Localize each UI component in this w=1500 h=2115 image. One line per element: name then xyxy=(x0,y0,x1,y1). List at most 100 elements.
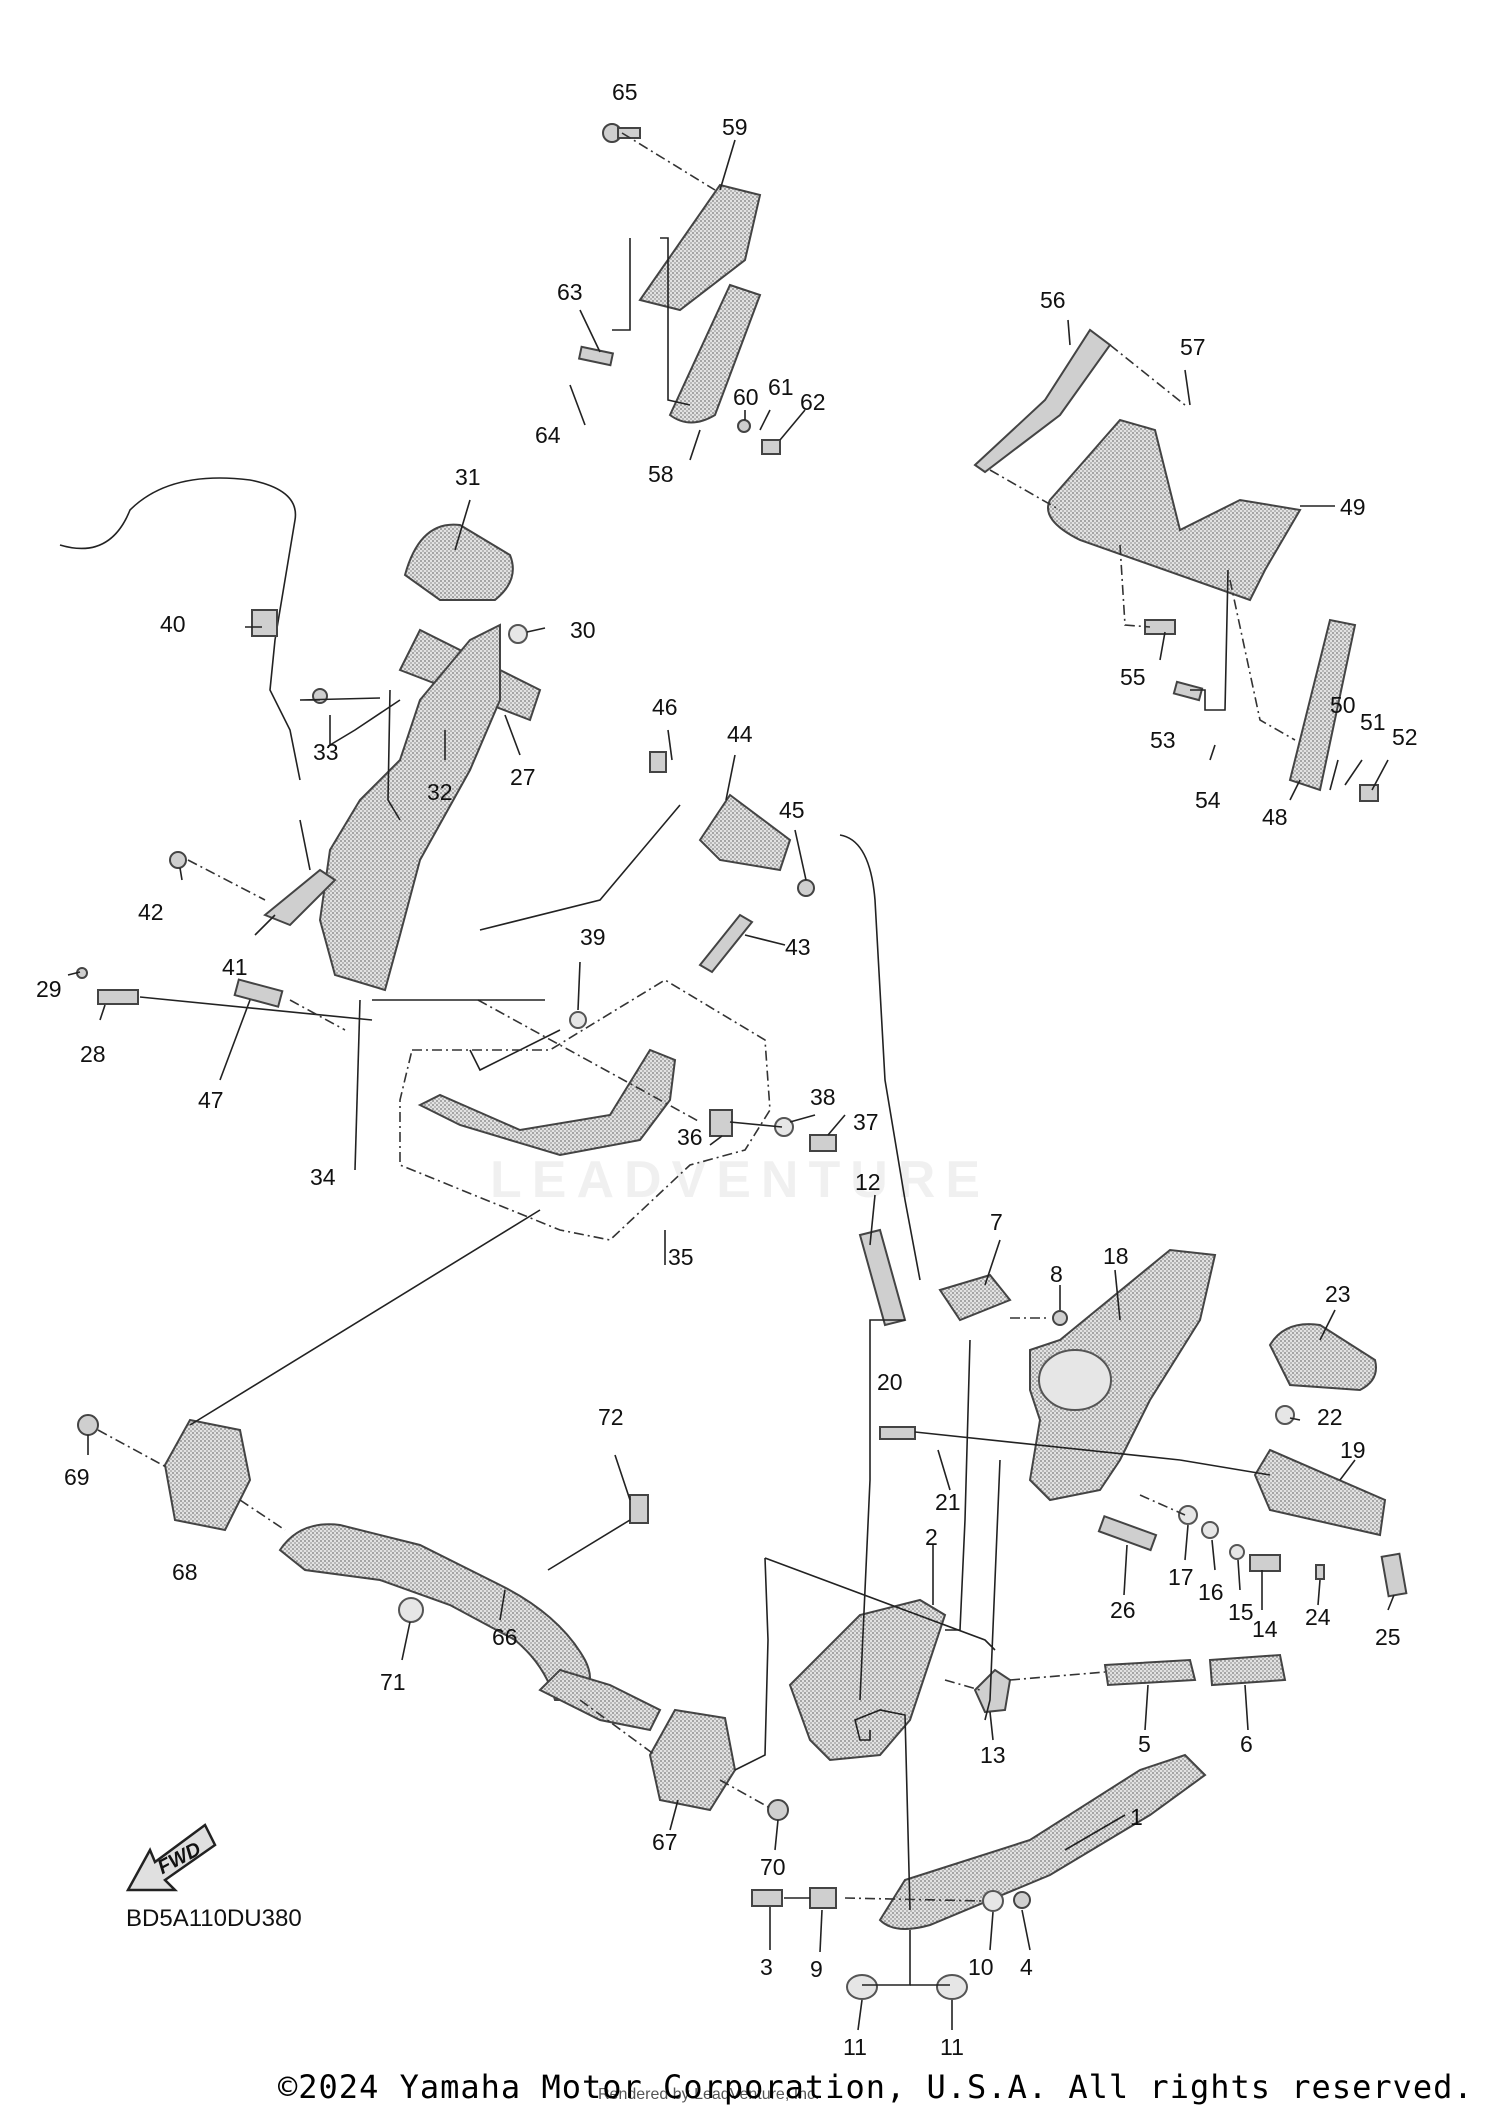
callout-69: 69 xyxy=(64,1464,90,1490)
callouts: 65 59 63 64 60 61 62 58 56 57 49 55 53 5… xyxy=(36,79,1418,2060)
callout-63: 63 xyxy=(557,279,583,305)
callout-23: 23 xyxy=(1325,1281,1351,1307)
callout-4: 4 xyxy=(1020,1954,1033,1980)
callout-46: 46 xyxy=(652,694,678,720)
copyright: ©2024 Yamaha Motor Corporation, U.S.A. A… xyxy=(278,2068,1474,2106)
part-2-bracket xyxy=(788,1598,947,1762)
callout-14: 14 xyxy=(1252,1616,1278,1642)
part-33-screw xyxy=(312,688,328,704)
part-22-clip xyxy=(1275,1405,1295,1425)
part-69-bolt xyxy=(77,1414,99,1436)
callout-52: 52 xyxy=(1392,724,1418,750)
callout-42: 42 xyxy=(138,899,164,925)
part-59-bracket xyxy=(638,183,762,312)
callout-24: 24 xyxy=(1305,1604,1331,1630)
part-40-switch xyxy=(251,609,278,637)
callout-54: 54 xyxy=(1195,787,1221,813)
callout-41: 41 xyxy=(222,954,248,980)
callout-38: 38 xyxy=(810,1084,836,1110)
part-53-pin xyxy=(1172,680,1204,702)
callout-30: 30 xyxy=(570,617,596,643)
part-34-bracket xyxy=(318,623,501,992)
callout-64: 64 xyxy=(535,422,561,448)
callout-25: 25 xyxy=(1375,1624,1401,1650)
callout-45: 45 xyxy=(779,797,805,823)
part-16-washer xyxy=(1201,1521,1219,1539)
callout-59: 59 xyxy=(722,114,748,140)
part-68-plate xyxy=(163,1418,252,1532)
drawing-code: BD5A110DU380 xyxy=(126,1905,302,1932)
part-63-pin xyxy=(577,345,615,367)
callout-28: 28 xyxy=(80,1041,106,1067)
watermark: LEADVENTURE xyxy=(490,1151,991,1209)
callout-2: 2 xyxy=(925,1524,938,1550)
callout-13: 13 xyxy=(980,1742,1006,1768)
part-shapes: FWD xyxy=(59,123,1408,2000)
callout-10: 10 xyxy=(968,1954,994,1980)
part-7-switch xyxy=(938,1273,1012,1322)
part-42-bolt xyxy=(169,851,187,869)
part-56-rod xyxy=(973,328,1112,474)
part-72-label xyxy=(629,1494,649,1524)
part-71-collar xyxy=(398,1597,424,1623)
callout-43: 43 xyxy=(785,934,811,960)
part-6-collar xyxy=(1208,1653,1287,1687)
part-9-collar xyxy=(809,1887,837,1909)
part-8-screw xyxy=(1052,1310,1068,1326)
callout-26: 26 xyxy=(1110,1597,1136,1623)
part-66-guard xyxy=(278,1523,591,1701)
callout-29: 29 xyxy=(36,976,62,1002)
part-35-lever xyxy=(417,1048,677,1157)
callout-21: 21 xyxy=(935,1489,961,1515)
part-58-footpeg xyxy=(668,283,762,424)
callout-39: 39 xyxy=(580,924,606,950)
part-46-clip xyxy=(649,751,667,773)
rendered-by: Rendered by LeadVenture, Inc. xyxy=(598,2086,820,2103)
part-1-sidestand xyxy=(878,1753,1207,1930)
part-19-footpeg xyxy=(1253,1448,1387,1537)
callout-15: 15 xyxy=(1228,1599,1254,1625)
part-30-clip xyxy=(508,624,528,644)
part-3-bolt xyxy=(751,1889,783,1907)
callout-67: 67 xyxy=(652,1829,678,1855)
part-52-pin xyxy=(1359,784,1379,802)
callout-6: 6 xyxy=(1240,1731,1253,1757)
callout-49: 49 xyxy=(1340,494,1366,520)
part-12-link xyxy=(858,1228,907,1327)
callout-62: 62 xyxy=(800,389,826,415)
part-25-pin xyxy=(1380,1552,1408,1598)
part-47-bolt xyxy=(233,978,284,1008)
callout-32: 32 xyxy=(427,779,453,805)
callout-19: 19 xyxy=(1340,1437,1366,1463)
callout-47: 47 xyxy=(198,1087,224,1113)
callout-3: 3 xyxy=(760,1954,773,1980)
part-43-spring xyxy=(698,913,754,974)
callout-37: 37 xyxy=(853,1109,879,1135)
part-13-switch xyxy=(973,1668,1012,1714)
part-49-bracket xyxy=(1047,418,1302,602)
fwd-arrow-icon: FWD xyxy=(125,1823,217,1892)
part-18-bracket xyxy=(1028,1248,1217,1502)
part-39-clip xyxy=(569,1011,587,1029)
part-44-rod xyxy=(698,793,792,872)
callout-22: 22 xyxy=(1317,1404,1343,1430)
callout-60: 60 xyxy=(733,384,759,410)
callout-56: 56 xyxy=(1040,287,1066,313)
callout-44: 44 xyxy=(727,721,753,747)
part-70-bolt xyxy=(767,1799,789,1821)
part-cable xyxy=(839,834,921,1281)
part-45-nut xyxy=(797,879,815,897)
part-17-washer xyxy=(1178,1505,1198,1525)
part-28-bolt xyxy=(97,989,139,1005)
callout-27: 27 xyxy=(510,764,536,790)
callout-1: 1 xyxy=(1130,1804,1143,1830)
callout-70: 70 xyxy=(760,1854,786,1880)
callout-50: 50 xyxy=(1330,692,1356,718)
part-23-rubber xyxy=(1268,1323,1377,1392)
callout-31: 31 xyxy=(455,464,481,490)
part-11a-washer xyxy=(846,1974,878,2000)
part-36-collar xyxy=(709,1109,733,1137)
callout-71: 71 xyxy=(380,1669,406,1695)
callout-12: 12 xyxy=(855,1169,881,1195)
